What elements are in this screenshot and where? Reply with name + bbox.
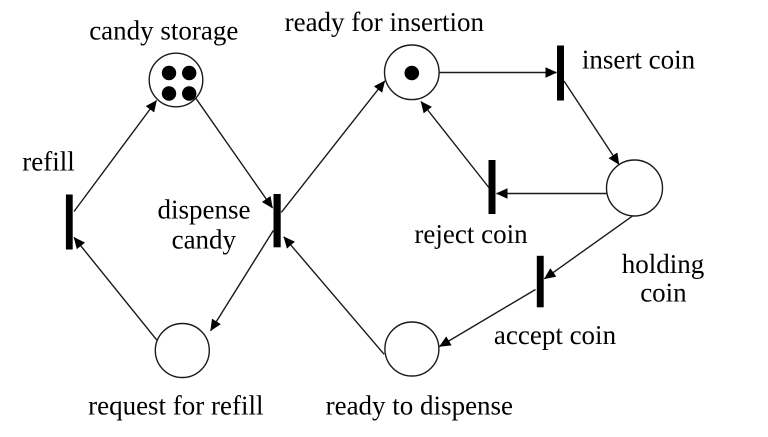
svg-text:reject coin: reject coin: [414, 219, 528, 249]
svg-text:insert coin: insert coin: [582, 45, 696, 75]
svg-text:candy storage: candy storage: [89, 16, 238, 46]
svg-text:accept coin: accept coin: [494, 320, 617, 350]
svg-text:candy: candy: [172, 225, 237, 255]
svg-text:ready to dispense: ready to dispense: [326, 390, 513, 420]
svg-text:ready for insertion: ready for insertion: [285, 7, 485, 37]
svg-text:refill: refill: [22, 146, 74, 176]
svg-text:holding: holding: [622, 249, 705, 279]
svg-text:dispense: dispense: [158, 195, 251, 225]
svg-text:request for refill: request for refill: [88, 390, 263, 420]
svg-text:coin: coin: [640, 278, 687, 308]
